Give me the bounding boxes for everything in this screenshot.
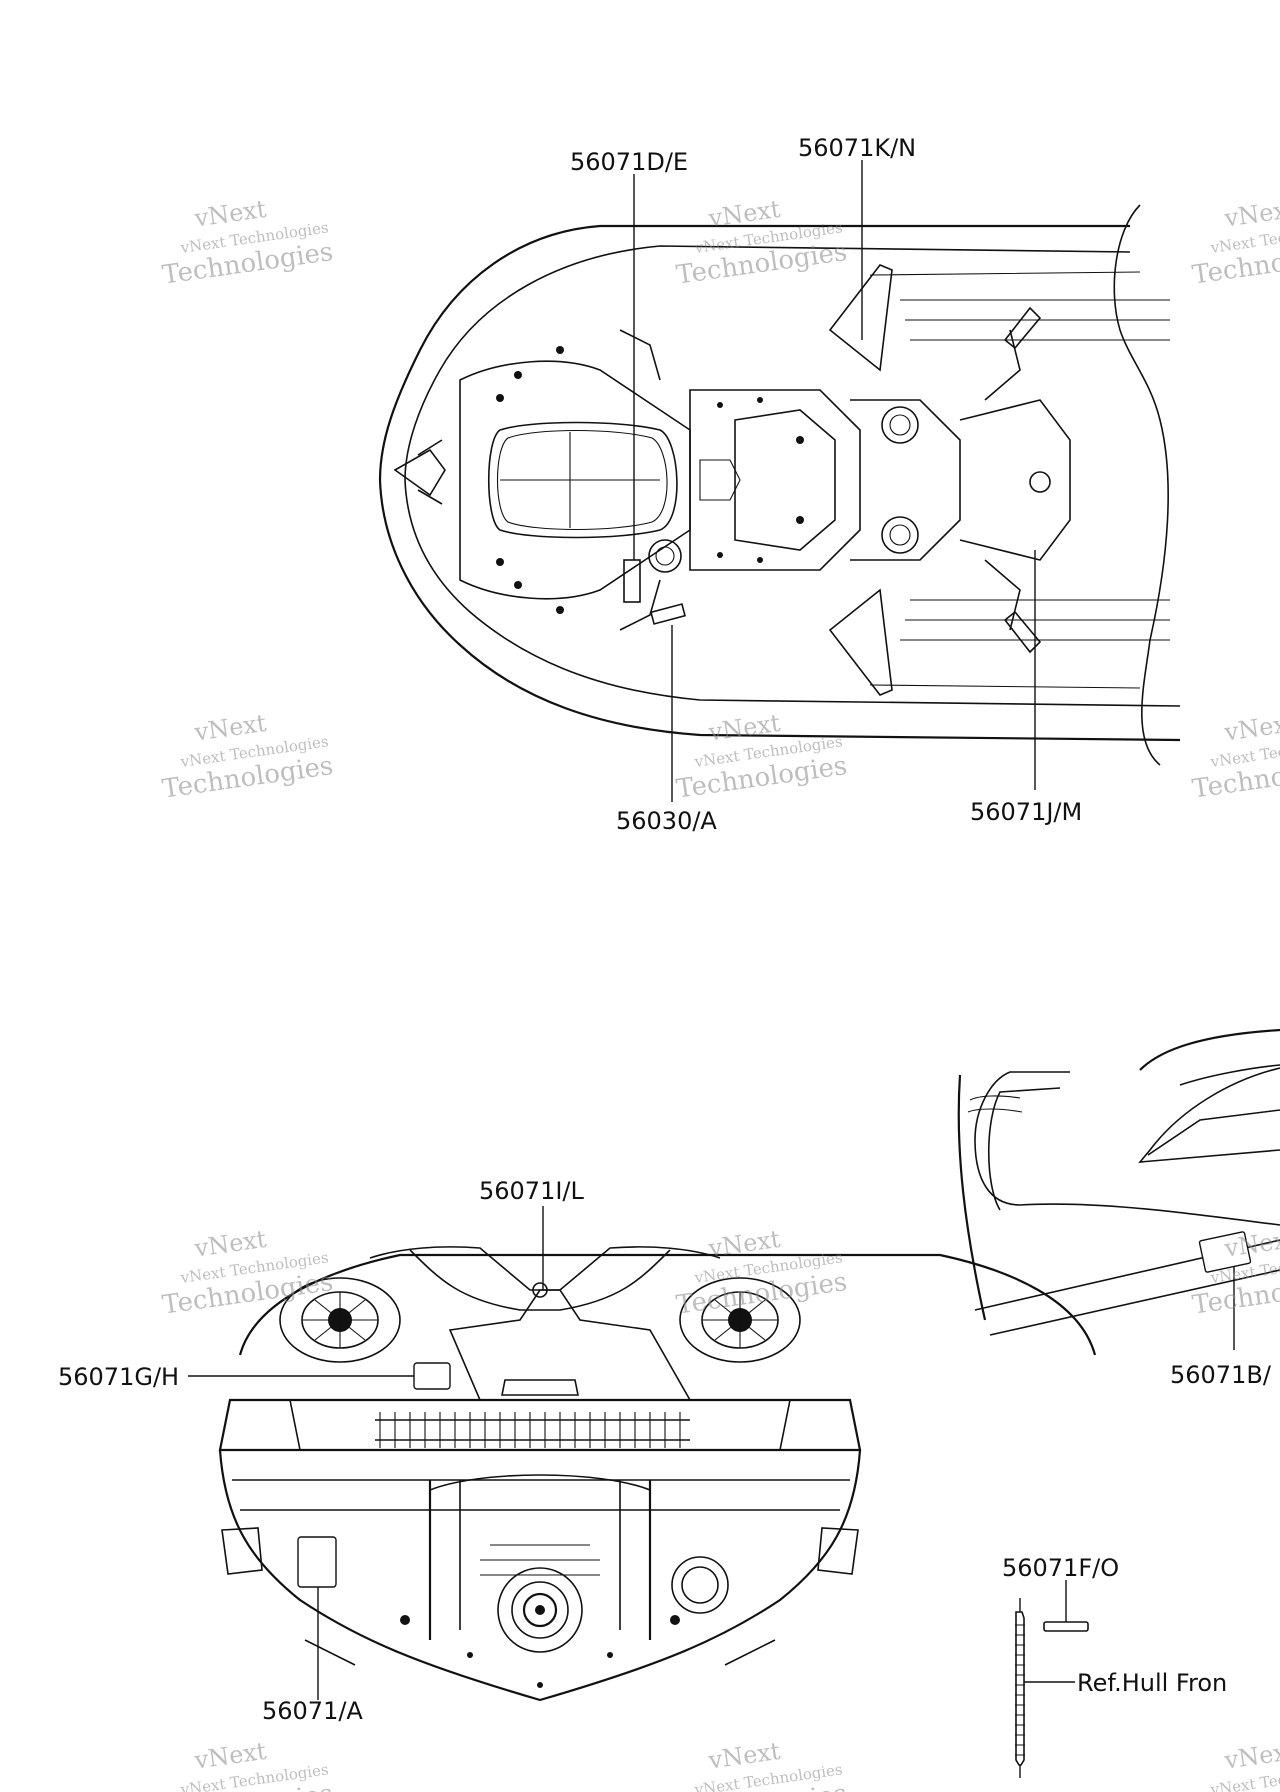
svg-text:vNext: vNext — [1222, 195, 1280, 233]
svg-text:vNext: vNext — [192, 709, 268, 747]
watermark: vNext vNext Technologies Technologies — [674, 1225, 849, 1321]
label-plate-56030a — [650, 603, 686, 625]
svg-text:vNext: vNext — [1222, 1225, 1280, 1263]
label-56071fo: 56071F/O — [1002, 1554, 1119, 1582]
watermark: vNext vNext Technologies Technologies — [1190, 195, 1280, 291]
label-56071il: 56071I/L — [479, 1177, 585, 1205]
svg-text:vNext: vNext — [192, 1225, 268, 1263]
watermark: vNext vNext Technologies Technologies — [1190, 709, 1280, 805]
svg-text:vNext: vNext — [1222, 709, 1280, 747]
watermark: vNext vNext Technologies Technologies — [674, 1737, 849, 1792]
top-view-drawing — [378, 204, 1181, 766]
watermark: vNext vNext Technologies Technologies — [160, 709, 335, 805]
watermark: vNext vNext Technologies Technologies — [160, 195, 335, 291]
part-labels: 56071D/E 56071K/N 56030/A 56071J/M 56071… — [58, 134, 1272, 1725]
watermark: vNext vNext Technologies Technologies — [160, 1737, 335, 1792]
label-56071b: 56071B/ — [1170, 1361, 1272, 1389]
label-56071a: 56071/A — [262, 1697, 363, 1725]
label-plate-56071gh — [413, 1362, 451, 1390]
leader-lines — [188, 160, 1235, 1700]
label-ref-hull-front: Ref.Hull Fron — [1077, 1669, 1227, 1697]
svg-text:vNext: vNext — [1222, 1737, 1280, 1775]
svg-text:vNext: vNext — [192, 195, 268, 233]
label-detail-drawing — [1015, 1598, 1089, 1778]
svg-text:vNext: vNext — [706, 1737, 782, 1775]
label-56030a: 56030/A — [616, 807, 717, 835]
side-view-drawing — [957, 1028, 1280, 1336]
watermark: vNext vNext Technologies Technologies — [674, 195, 849, 291]
svg-text:vNext: vNext — [706, 709, 782, 747]
left-speaker — [279, 1277, 401, 1363]
right-speaker — [679, 1277, 801, 1363]
label-plate-56071a — [297, 1536, 337, 1588]
label-plate-56071de — [623, 559, 641, 603]
watermark: vNext vNext Technologies Technologies — [674, 709, 849, 805]
label-56071jm: 56071J/M — [970, 798, 1082, 826]
watermark: vNext vNext Technologies Technologies — [1190, 1225, 1280, 1321]
label-plate-56071b — [1198, 1231, 1252, 1273]
watermark: vNext vNext Technologies Technologies — [1190, 1737, 1280, 1792]
svg-text:vNext: vNext — [706, 1225, 782, 1263]
svg-text:vNext: vNext — [192, 1737, 268, 1775]
label-56071kn: 56071K/N — [798, 134, 916, 162]
label-56071de: 56071D/E — [570, 148, 688, 176]
label-plate-56071fo — [1043, 1621, 1089, 1632]
label-56071gh: 56071G/H — [58, 1363, 179, 1391]
rear-view-drawing — [218, 1246, 1097, 1702]
